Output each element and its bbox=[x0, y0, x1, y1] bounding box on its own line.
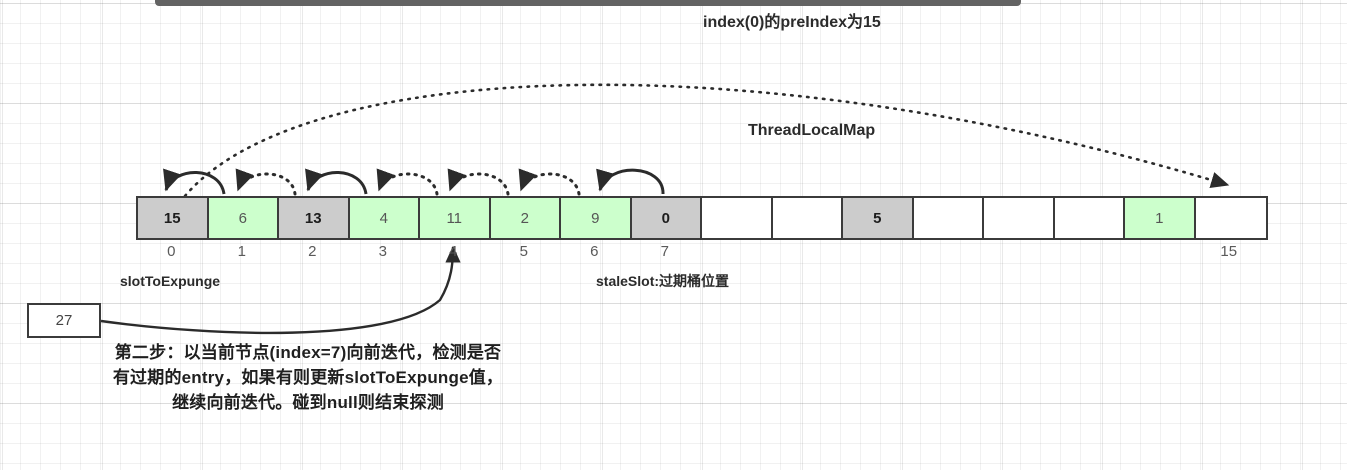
table-cell[interactable]: 6 bbox=[208, 198, 279, 238]
slot-to-expunge-label: slotToExpunge bbox=[120, 273, 221, 289]
index-label: 0 bbox=[167, 243, 176, 260]
index-label: 7 bbox=[660, 243, 669, 260]
index-ruler: 0 1 2 3 4 5 6 7 15 bbox=[136, 243, 1264, 265]
index-label bbox=[1053, 243, 1124, 265]
table-cell[interactable]: 1 bbox=[1125, 198, 1196, 238]
table-cell[interactable] bbox=[984, 198, 1055, 238]
table-cell[interactable]: 9 bbox=[561, 198, 632, 238]
table-cell[interactable]: 4 bbox=[349, 198, 420, 238]
arc-hop-5-to-4 bbox=[447, 168, 510, 196]
table-cell[interactable] bbox=[1054, 198, 1125, 238]
arc-hop-2-to-1 bbox=[235, 168, 297, 196]
index-label bbox=[841, 243, 912, 265]
index-label bbox=[912, 243, 983, 265]
index-label: 1 bbox=[237, 243, 246, 260]
table-cell[interactable]: 0 bbox=[631, 198, 702, 238]
index-label: 3 bbox=[378, 243, 387, 260]
table-cell[interactable]: 13 bbox=[279, 198, 350, 238]
arc-preindex-wrap bbox=[183, 83, 1230, 198]
threadlocalmap-title: ThreadLocalMap bbox=[748, 122, 876, 139]
arc-hop-1-to-0 bbox=[163, 168, 226, 195]
index-label bbox=[700, 243, 771, 265]
arc-hop-4-to-3 bbox=[376, 168, 439, 196]
arc-hop-7-to-6 bbox=[596, 168, 665, 195]
table-cell[interactable] bbox=[913, 198, 984, 238]
index-label bbox=[982, 243, 1053, 265]
stale-slot-label: staleSlot:过期桶位置 bbox=[596, 273, 730, 289]
index-label: 2 bbox=[308, 243, 317, 260]
index-label bbox=[771, 243, 842, 265]
table-cell[interactable] bbox=[1195, 198, 1266, 238]
table-cell[interactable] bbox=[772, 198, 843, 238]
index-label bbox=[1123, 243, 1194, 265]
table-cell[interactable]: 11 bbox=[420, 198, 491, 238]
hash-table-array: 15 6 13 4 11 2 9 0 5 1 bbox=[136, 196, 1268, 240]
table-cell[interactable]: 15 bbox=[138, 198, 209, 238]
table-cell[interactable]: 2 bbox=[490, 198, 561, 238]
index-label: 15 bbox=[1220, 243, 1238, 260]
index-label: 6 bbox=[590, 243, 599, 260]
step-description: 第二步：以当前节点(index=7)向前迭代，检测是否有过期的entry，如果有… bbox=[112, 343, 504, 412]
preindex-title: index(0)的preIndex为15 bbox=[703, 14, 881, 31]
arc-hop-6-to-5 bbox=[518, 168, 581, 196]
note-value-box[interactable]: 27 bbox=[27, 303, 101, 338]
top-accent-bar bbox=[155, 0, 1021, 6]
table-cell[interactable]: 5 bbox=[843, 198, 914, 238]
arc-hop-3-to-2 bbox=[305, 168, 368, 195]
table-cell[interactable] bbox=[702, 198, 773, 238]
index-label: 5 bbox=[519, 243, 528, 260]
index-label: 4 bbox=[449, 243, 458, 260]
